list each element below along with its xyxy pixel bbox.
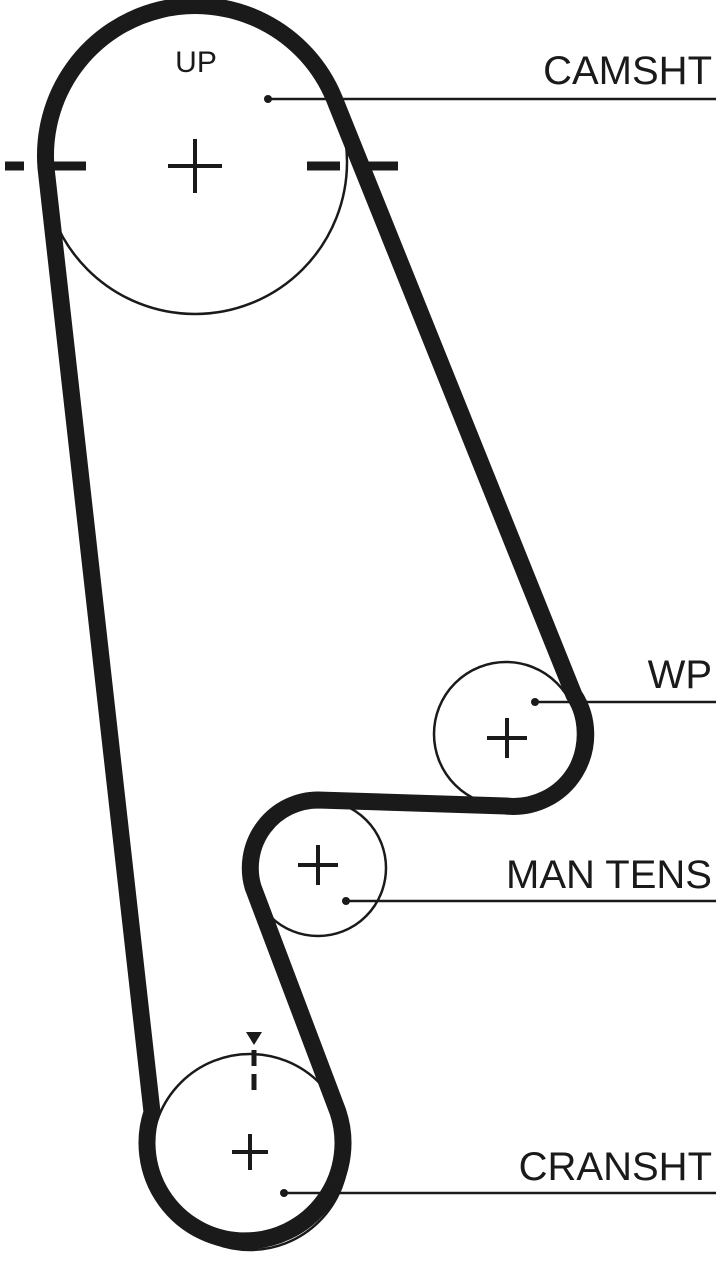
- tensioner-center-cross-icon: [298, 845, 338, 885]
- tensioner-leader: [342, 897, 716, 905]
- crankshaft-center-cross-icon: [232, 1134, 268, 1170]
- water-pump-leader: [531, 698, 716, 706]
- crankshaft-timing-mark: [246, 1032, 262, 1090]
- crankshaft-leader: [280, 1189, 716, 1197]
- camshaft-leader: [264, 95, 716, 103]
- water-pump-center-cross-icon: [487, 718, 527, 758]
- camshaft-label: CAMSHT: [543, 49, 712, 93]
- crankshaft-label: CRANSHT: [519, 1145, 712, 1189]
- up-label: UP: [175, 46, 217, 79]
- timing-belt: [37, 0, 595, 1250]
- water-pump-label: WP: [648, 653, 712, 697]
- tensioner-label: MAN TENS: [506, 853, 712, 897]
- camshaft-center-cross-icon: [168, 139, 222, 193]
